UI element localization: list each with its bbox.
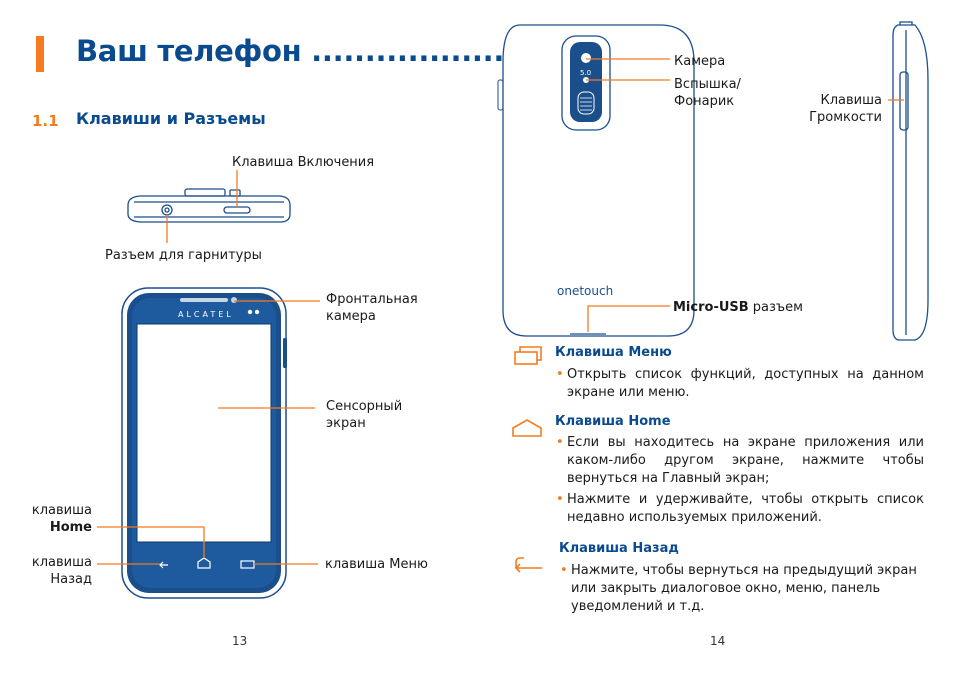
- label-touchscreen-line1: Сенсорный: [326, 399, 403, 414]
- bullet-text: Нажмите, чтобы вернуться на предыдущий э…: [571, 563, 917, 614]
- label-flash-line2: Фонарик: [674, 94, 735, 109]
- label-volume-key: Клавиша Громкости: [790, 92, 882, 126]
- label-volume-key-line2: Громкости: [809, 110, 882, 125]
- home-key-icon: [512, 419, 542, 437]
- section-title: Клавиши и Разъемы: [76, 109, 266, 128]
- bullet-marker: •: [560, 563, 568, 578]
- phone-back-view: 5.0: [497, 24, 695, 337]
- bullet-marker: •: [556, 492, 564, 507]
- label-touchscreen-line2: экран: [326, 416, 366, 431]
- label-headset-jack: Разъем для гарнитуры: [105, 248, 262, 263]
- leader-lines: [97, 58, 904, 565]
- home-key-bullet-1: • Если вы находитесь на экране приложени…: [556, 434, 924, 488]
- bullet-text: Нажмите и удерживайте, чтобы открыть спи…: [567, 492, 924, 525]
- label-camera: Камера: [674, 54, 726, 69]
- section-number: 1.1: [32, 112, 59, 130]
- label-front-camera: Фронтальная камера: [326, 291, 418, 325]
- label-usb-suffix: разъем: [748, 300, 803, 315]
- bullet-text: Открыть список функций, доступных на дан…: [567, 367, 924, 400]
- phone-brand-logo: ALCATEL: [178, 310, 234, 319]
- label-menu-key: клавиша Меню: [325, 557, 428, 572]
- label-back-key-line1: клавиша: [31, 555, 92, 570]
- bullet-marker: •: [556, 367, 564, 382]
- back-key-heading: Клавиша Назад: [559, 541, 679, 556]
- back-key-bullet: • Нажмите, чтобы вернуться на предыдущий…: [560, 562, 924, 616]
- label-flash: Вспышка/ Фонарик: [674, 76, 741, 110]
- phone-front-view: [121, 287, 287, 599]
- label-touchscreen: Сенсорный экран: [326, 398, 402, 432]
- bullet-text: Если вы находитесь на экране приложения …: [567, 435, 924, 486]
- phone-top-view: [127, 188, 291, 223]
- page-number-left: 13: [232, 634, 248, 648]
- menu-key-icon: [514, 346, 542, 365]
- home-key-heading: Клавиша Home: [555, 414, 671, 429]
- label-back-key: клавиша Назад: [30, 554, 92, 588]
- label-front-camera-line2: камера: [326, 309, 376, 324]
- label-home-key-line1: клавиша: [31, 503, 92, 518]
- label-back-key-line2: Назад: [50, 572, 92, 587]
- label-usb-prefix: Micro-USB: [673, 300, 749, 315]
- label-flash-line1: Вспышка/: [674, 77, 741, 92]
- label-front-camera-line1: Фронтальная: [326, 292, 418, 307]
- back-key-icon: [514, 557, 542, 573]
- label-home-key-line2: Home: [49, 520, 92, 535]
- label-power-key: Клавиша Включения: [232, 155, 375, 170]
- bullet-marker: •: [556, 435, 564, 450]
- menu-key-heading: Клавиша Меню: [555, 345, 672, 360]
- svg-text:5.0: 5.0: [580, 69, 591, 77]
- label-home-key: клавиша Home: [30, 502, 92, 536]
- phone-side-view: [892, 21, 929, 341]
- label-volume-key-line1: Клавиша: [820, 93, 882, 108]
- home-key-bullet-2: • Нажмите и удерживайте, чтобы открыть с…: [556, 491, 924, 527]
- menu-key-bullet: • Открыть список функций, доступных на д…: [556, 366, 924, 402]
- page-number-right: 14: [710, 634, 726, 648]
- back-brand-logo: onetouch: [557, 284, 614, 298]
- title-accent-bar: [36, 36, 44, 72]
- page-title: Ваш телефон ..................: [76, 34, 505, 68]
- label-usb-port: Micro-USB разъем: [673, 299, 803, 316]
